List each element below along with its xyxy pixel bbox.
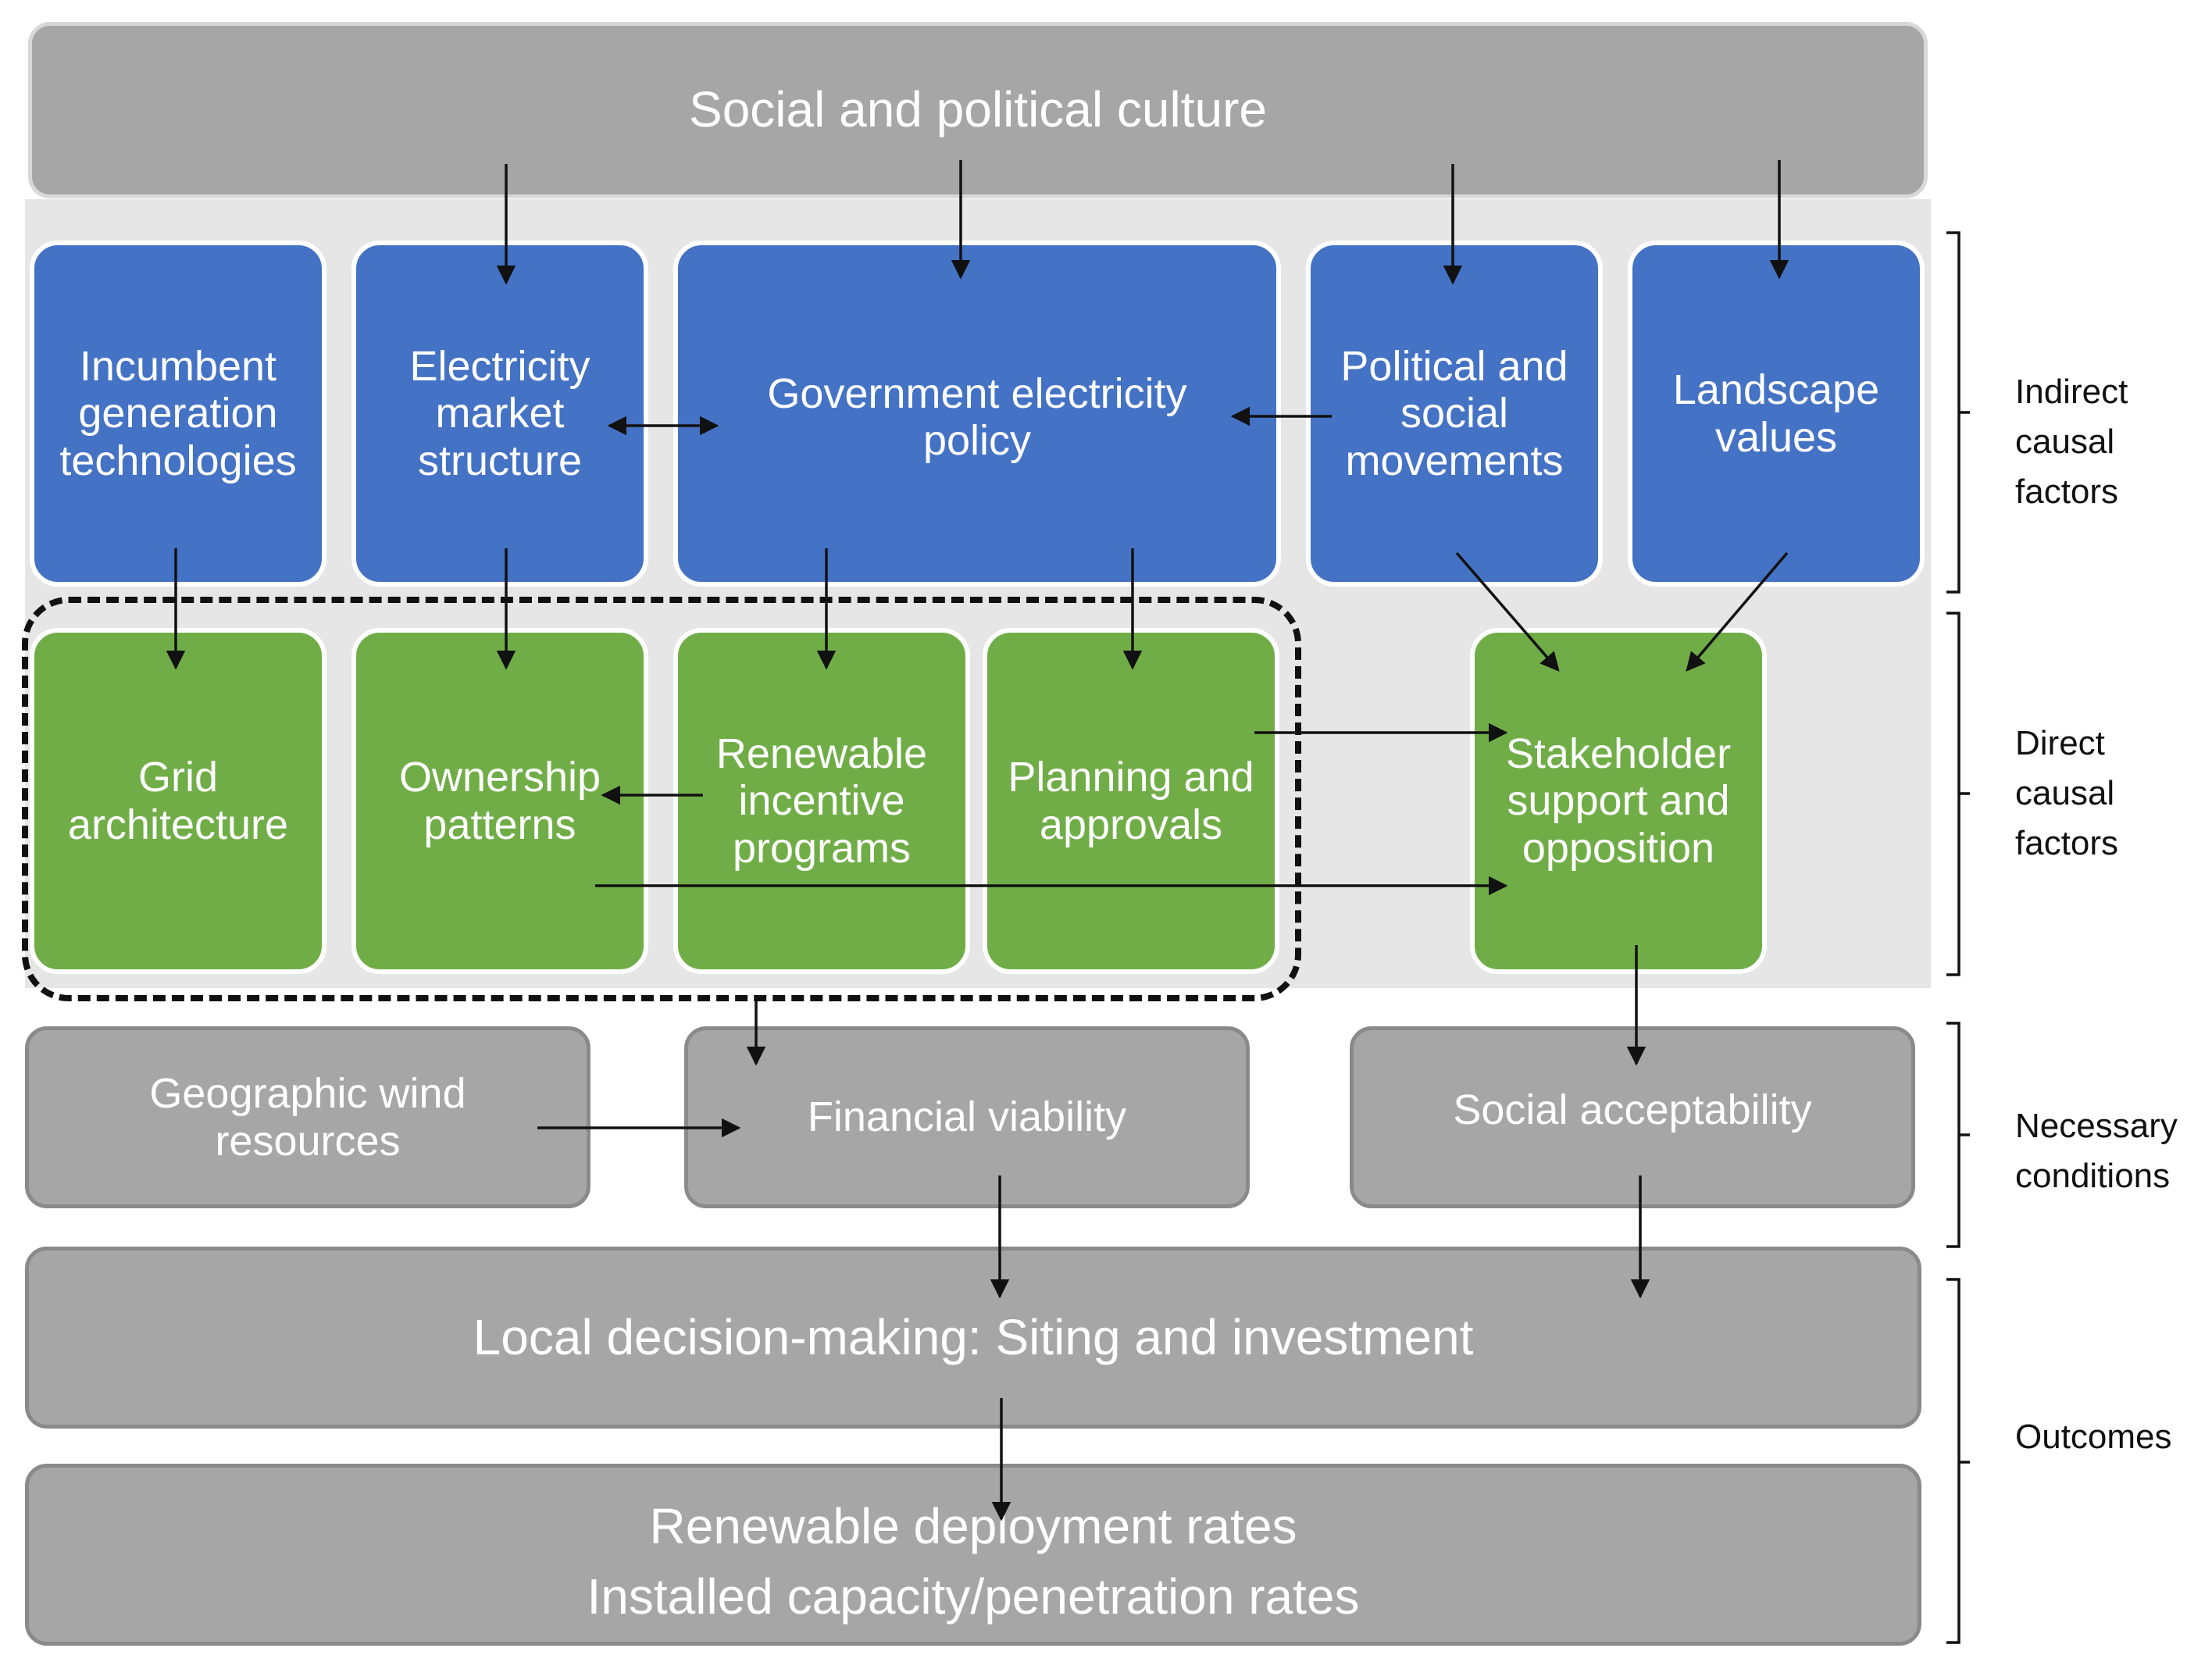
political-social-movements-box: Political and social movements [1306, 241, 1603, 587]
ownership-patterns-box: Ownership patterns [351, 628, 648, 974]
financial-viability-box: Financial viability [684, 1026, 1250, 1208]
bracket-indirect [1946, 231, 1970, 594]
bracket-direct [1946, 612, 1970, 976]
policy-instruments-dashed-group [22, 597, 1301, 1001]
social-political-culture-box: Social and political culture [28, 22, 1928, 198]
necessary-conditions-label: Necessary conditions [2015, 1107, 2178, 1195]
stakeholder-support-box: Stakeholder support and opposition [1470, 628, 1767, 974]
government-policy-box: Government electricity policy [673, 241, 1281, 587]
geographic-wind-box: Geographic wind resources [25, 1026, 590, 1208]
bracket-necessary [1946, 1022, 1970, 1248]
grid-architecture-box: Grid architecture [30, 628, 326, 974]
bracket-outcomes [1946, 1278, 1970, 1644]
arrow-movements-to-stakeholder [1455, 551, 1560, 672]
deployment-rates-box: Renewable deployment rates Installed cap… [25, 1464, 1921, 1646]
landscape-values-box: Landscape values [1628, 241, 1925, 587]
outcomes-label: Outcomes [2015, 1418, 2172, 1456]
planning-approvals-box: Planning and approvals [983, 628, 1279, 974]
incumbent-technologies-box: Incumbent generation technologies [30, 241, 326, 587]
indirect-causal-factors-label: Indirect causal factors [2015, 373, 2128, 511]
renewable-incentive-box: Renewable incentive programs [673, 628, 970, 974]
local-decision-making-box: Local decision-making: Siting and invest… [25, 1247, 1921, 1429]
direct-causal-factors-label: Direct causal factors [2015, 724, 2119, 862]
arrow-landscape-to-stakeholder [1686, 551, 1789, 672]
electricity-market-box: Electricity market structure [351, 241, 648, 587]
